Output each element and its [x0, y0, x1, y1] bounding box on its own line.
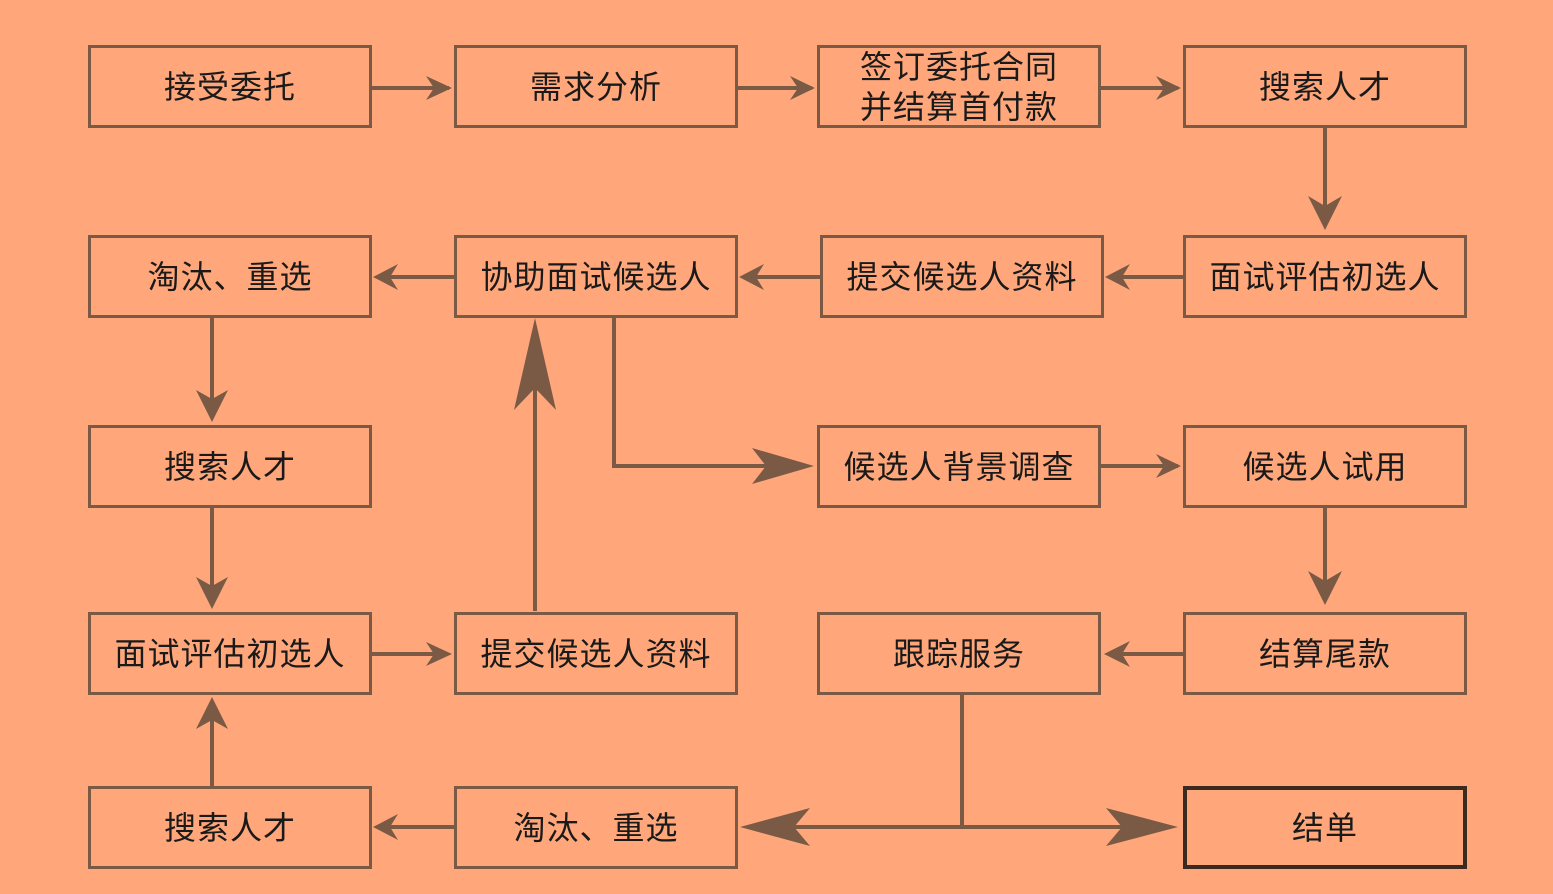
node-close-case: 结单: [1183, 786, 1467, 869]
node-label: 跟踪服务: [892, 634, 1025, 673]
arrowhead-split-to-eliminate2: [740, 808, 810, 846]
arrowhead-submit2-to-assist: [514, 318, 556, 410]
arrowhead-background-to-trial: [1156, 454, 1181, 478]
node-search-talent-1: 搜索人才: [1183, 45, 1467, 128]
arrowhead-eliminate1-to-search2: [196, 390, 228, 422]
arrowhead-assist-to-eliminate1: [373, 264, 398, 290]
arrowhead-payment-to-tracking: [1104, 641, 1130, 667]
node-sign-contract: 签订委托合同 并结算首付款: [817, 45, 1101, 128]
node-label: 提交候选人资料: [846, 257, 1078, 296]
node-final-payment: 结算尾款: [1183, 612, 1467, 695]
arrowhead-search3-to-interview2: [196, 697, 228, 729]
node-label: 搜索人才: [163, 808, 296, 847]
node-interview-assess-1: 面试评估初选人: [1183, 235, 1467, 318]
arrowhead-interview2-to-submit2: [426, 642, 452, 666]
node-label: 面试评估初选人: [1209, 257, 1441, 296]
node-label: 淘汰、重选: [513, 808, 679, 847]
node-label: 候选人背景调查: [843, 447, 1075, 486]
node-label: 面试评估初选人: [114, 634, 346, 673]
arrowhead-trial-to-payment: [1308, 571, 1342, 605]
node-accept-commission: 接受委托: [88, 45, 372, 128]
node-label: 签订委托合同 并结算首付款: [859, 47, 1058, 126]
arrowhead-contract-to-search: [1156, 76, 1181, 100]
arrowhead-analysis-to-contract: [790, 76, 815, 100]
node-candidate-trial: 候选人试用: [1183, 425, 1467, 508]
node-submit-profiles-2: 提交候选人资料: [454, 612, 738, 695]
node-label: 需求分析: [529, 67, 662, 106]
node-background-check: 候选人背景调查: [817, 425, 1101, 508]
node-interview-assess-2: 面试评估初选人: [88, 612, 372, 695]
node-tracking-service: 跟踪服务: [817, 612, 1101, 695]
node-submit-profiles-1: 提交候选人资料: [820, 235, 1104, 318]
arrowhead-interview1-to-submit1: [1105, 264, 1130, 290]
arrow-assist-to-background: [612, 317, 790, 468]
node-search-talent-3: 搜索人才: [88, 786, 372, 869]
node-assist-interview: 协助面试候选人: [454, 235, 738, 318]
arrowhead-eliminate2-to-search3: [373, 814, 398, 840]
arrowhead-accept-to-analysis: [426, 76, 452, 100]
node-eliminate-reselect-1: 淘汰、重选: [88, 235, 372, 318]
node-label: 搜索人才: [163, 447, 296, 486]
node-needs-analysis: 需求分析: [454, 45, 738, 128]
arrowhead-search2-to-interview2: [196, 577, 228, 609]
node-label: 搜索人才: [1258, 67, 1391, 106]
node-eliminate-reselect-2: 淘汰、重选: [454, 786, 738, 869]
arrowhead-search1-to-interview1: [1308, 196, 1342, 230]
arrowhead-submit1-to-assist: [739, 264, 764, 290]
node-label: 结算尾款: [1258, 634, 1391, 673]
arrowhead-assist-to-background: [752, 448, 814, 484]
node-label: 候选人试用: [1242, 447, 1408, 486]
node-label: 淘汰、重选: [147, 257, 313, 296]
arrowhead-split-to-close: [1106, 808, 1178, 846]
node-search-talent-2: 搜索人才: [88, 425, 372, 508]
node-label: 结单: [1291, 808, 1358, 847]
node-label: 协助面试候选人: [480, 257, 712, 296]
node-label: 接受委托: [163, 67, 296, 106]
node-label: 提交候选人资料: [480, 634, 712, 673]
